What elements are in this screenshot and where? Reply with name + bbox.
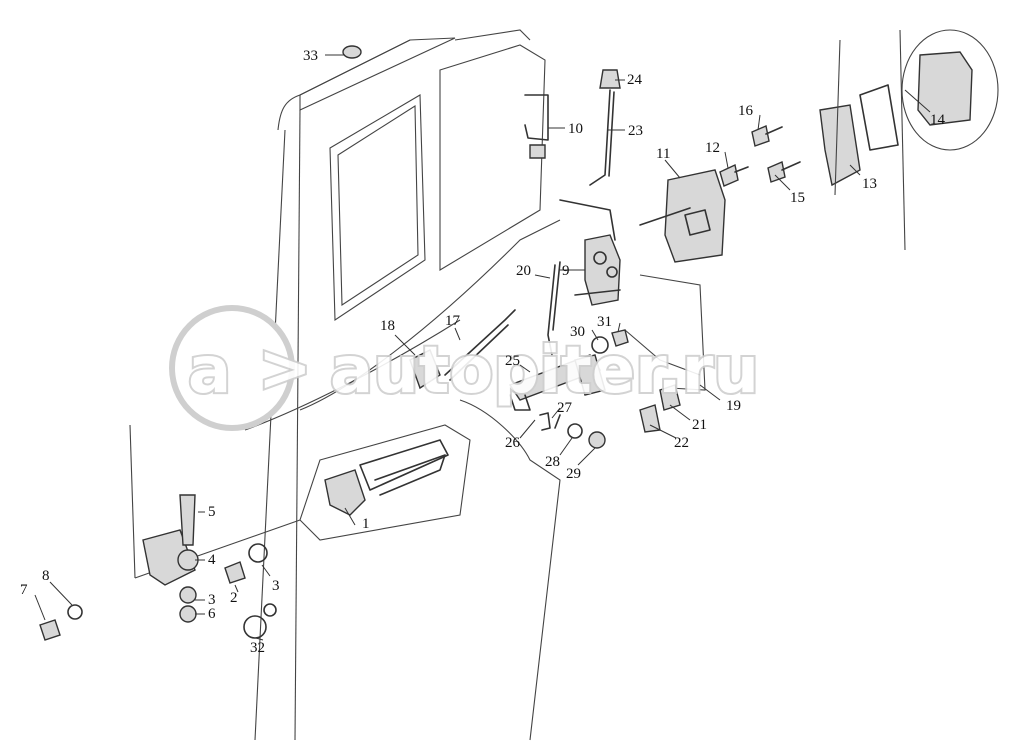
callout-16: 16: [738, 103, 754, 119]
small-parts: [342, 45, 681, 449]
callout-23: 23: [628, 123, 643, 139]
part-14-plate: [859, 29, 999, 151]
callout-29: 29: [566, 466, 581, 482]
linkage-rods: [444, 89, 706, 391]
callout-32: 32: [250, 640, 265, 656]
callout-18: 18: [380, 318, 395, 334]
door-panel: [129, 29, 561, 741]
callout-12: 12: [705, 140, 720, 156]
part-13-hinge: [819, 29, 906, 251]
callout-24: 24: [627, 72, 643, 88]
callout-13: 13: [862, 176, 877, 192]
part-1-outside-handle: [299, 424, 471, 541]
callout-17: 17: [445, 313, 461, 329]
callout-21: 21: [692, 417, 707, 433]
callout-8: 8: [42, 568, 50, 584]
callout-10: 10: [568, 121, 583, 137]
watermark-logo: a > autopiter.ru: [169, 305, 761, 431]
callout-27: 27: [557, 400, 573, 416]
callout-28: 28: [545, 454, 560, 470]
callout-31: 31: [597, 314, 612, 330]
callout-2: 2: [230, 590, 238, 606]
part-11-striker: [639, 169, 726, 263]
part-10-bracket: [524, 94, 549, 159]
callout-25: 25: [505, 353, 520, 369]
bolts: [719, 125, 801, 187]
callout-3b: 3: [208, 592, 216, 608]
watermark-text: autopiter.ru: [330, 334, 759, 408]
callout-4: 4: [208, 552, 216, 568]
callout-30: 30: [570, 324, 585, 340]
callout-15: 15: [790, 190, 805, 206]
callout-33: 33: [303, 48, 318, 64]
svg-text:>: >: [258, 332, 312, 406]
part-9-lock-mechanism: [559, 199, 621, 306]
leader-lines: [34, 54, 931, 641]
callout-9: 9: [562, 263, 570, 279]
part-25-inner-handle: [508, 354, 606, 411]
callout-19: 19: [726, 398, 741, 414]
part-24-knob: [599, 69, 621, 89]
callout-labels: 1 2 3 3 3 4 5 6 7 8 9 10 11 12 13 14 15 …: [20, 48, 946, 656]
callout-11: 11: [656, 146, 670, 162]
callout-5: 5: [208, 504, 216, 520]
callout-1: 1: [362, 516, 370, 532]
lower-hinge-parts: [39, 494, 277, 641]
callout-26: 26: [505, 435, 521, 451]
callout-20: 20: [516, 263, 531, 279]
callout-3a: 3: [272, 578, 280, 594]
svg-text:a: a: [188, 334, 231, 408]
callout-14: 14: [930, 112, 946, 128]
callout-6: 6: [208, 606, 216, 622]
callout-7: 7: [20, 582, 28, 598]
callout-22: 22: [674, 435, 689, 451]
